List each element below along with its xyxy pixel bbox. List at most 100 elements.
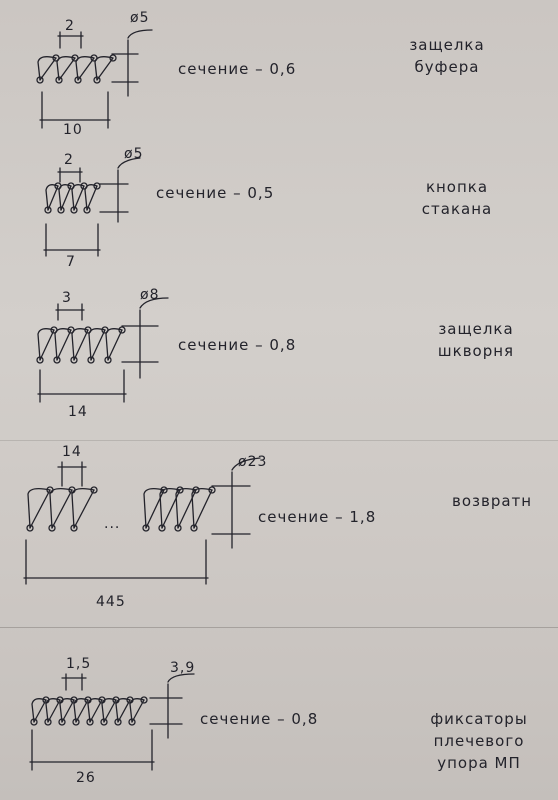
coil-end — [142, 524, 150, 532]
spring-name-line: плечевого — [433, 732, 525, 750]
wire-section: сечение – 1,8 — [258, 508, 377, 526]
spring-name: возвратн — [452, 490, 558, 512]
coil-end — [192, 486, 200, 494]
spring-coil — [49, 488, 73, 529]
coil-end — [87, 356, 95, 364]
pitch-dimension: 14 — [62, 444, 82, 460]
coil-end — [190, 524, 198, 532]
length-dimension: 10 — [63, 122, 83, 138]
spring-coil — [47, 699, 61, 723]
spring-coil — [45, 184, 59, 211]
spring-coil — [39, 329, 55, 361]
spring-coil — [60, 185, 72, 211]
coil-end — [83, 206, 91, 214]
spring-name: фиксаторы плечевого упора МП — [404, 708, 554, 774]
spring-name-line: фиксаторы — [430, 710, 528, 728]
coil-end — [109, 54, 117, 62]
coil-end — [36, 76, 44, 84]
coil-end — [72, 718, 80, 726]
spring-name-line: стакана — [421, 200, 493, 218]
length-dimension: 26 — [76, 770, 96, 786]
spring-coil — [75, 699, 89, 723]
coil-end — [55, 76, 63, 84]
diameter-dimension: ø23 — [238, 454, 268, 470]
length-dimension: 7 — [66, 254, 76, 270]
pitch-dimension: 2 — [64, 152, 74, 168]
pitch-dimension: 1,5 — [66, 656, 92, 672]
spring-coil — [39, 57, 57, 81]
length-dimension: 14 — [68, 404, 88, 420]
spring-name-line: защелка — [409, 36, 485, 54]
coil-end — [176, 486, 184, 494]
coil-end — [58, 718, 66, 726]
coil-end — [208, 486, 216, 494]
coil-end — [174, 524, 182, 532]
spring-coil — [51, 489, 73, 529]
spring-name-line: возвратн — [452, 492, 533, 510]
spring-name-line: защелка — [438, 320, 514, 338]
wire-section: сечение – 0,8 — [178, 336, 297, 354]
spring-coil — [27, 488, 51, 529]
coil-end — [44, 718, 52, 726]
spring-coil — [47, 185, 59, 211]
pitch-dimension: 2 — [65, 18, 75, 34]
coil-end — [118, 326, 126, 334]
spring-coil — [77, 57, 95, 81]
coil-end — [128, 718, 136, 726]
spring-name: защелка шкворня — [416, 318, 536, 362]
spring-coil — [58, 57, 76, 81]
fold-line — [0, 627, 558, 628]
coil-end — [86, 718, 94, 726]
spring-coil — [71, 488, 95, 529]
spring-coil — [71, 184, 85, 211]
coil-end — [70, 206, 78, 214]
spring-coil — [61, 699, 75, 723]
spring-coil — [90, 329, 106, 361]
spring-coil — [86, 185, 98, 211]
coil-end — [70, 524, 78, 532]
spring-name-line: упора МП — [437, 754, 521, 772]
coil-end — [44, 206, 52, 214]
coil-end — [158, 524, 166, 532]
wire-section: сечение – 0,8 — [200, 710, 319, 728]
diameter-dimension: 3,9 — [170, 660, 196, 676]
coil-end — [53, 356, 61, 364]
spring-name: кнопка стакана — [402, 176, 512, 220]
spring-coil — [117, 699, 131, 723]
spring-coil — [145, 489, 165, 529]
spring-coil — [96, 57, 114, 81]
diameter-dimension: ø5 — [124, 146, 144, 162]
coil-end — [48, 524, 56, 532]
coil-end — [140, 696, 148, 704]
spring-coil — [103, 699, 117, 723]
spring-coil — [89, 699, 103, 723]
pitch-dimension: 3 — [62, 290, 72, 306]
coil-end — [93, 76, 101, 84]
spring-coil — [73, 489, 95, 529]
coil-end — [70, 356, 78, 364]
spring-name-line: кнопка — [425, 178, 489, 196]
coil-end — [26, 524, 34, 532]
coil-ellipsis: ... — [104, 516, 121, 532]
coil-end — [104, 356, 112, 364]
spring-name-line: шкворня — [437, 342, 515, 360]
spring-coil — [33, 699, 47, 723]
spring-coil — [58, 184, 72, 211]
coil-end — [74, 76, 82, 84]
diameter-dimension: ø5 — [130, 10, 150, 26]
coil-end — [30, 718, 38, 726]
spring-coil — [56, 329, 72, 361]
spring-coil — [161, 489, 181, 529]
coil-end — [93, 182, 101, 190]
spring-coil — [29, 489, 51, 529]
spring-coil — [131, 699, 145, 723]
length-dimension: 445 — [96, 594, 126, 610]
coil-end — [90, 486, 98, 494]
diameter-dimension: ø8 — [140, 287, 160, 303]
coil-end — [114, 718, 122, 726]
spring-name: защелка буфера — [392, 34, 502, 78]
